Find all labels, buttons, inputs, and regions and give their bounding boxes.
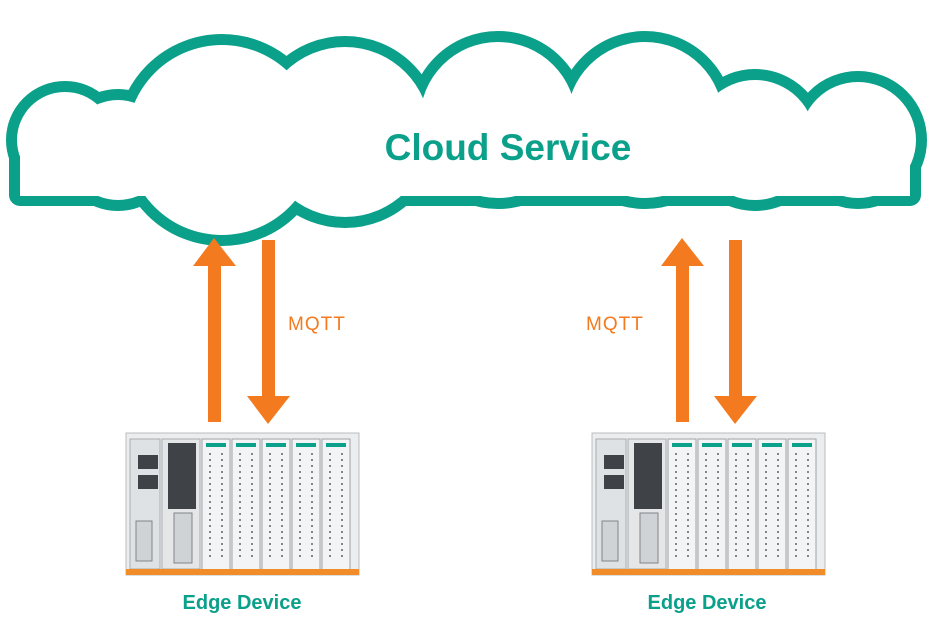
edge-device-icon (591, 432, 826, 576)
mqtt-label-left: MQTT (288, 314, 346, 335)
edge-device-icon (125, 432, 360, 576)
device-label-right: Edge Device (648, 592, 767, 614)
arrow-up-icon (193, 238, 236, 422)
cloud-title: Cloud Service (385, 127, 632, 168)
arrow-down-icon (714, 240, 757, 424)
device-label-left: Edge Device (183, 592, 302, 614)
mqtt-label-right: MQTT (586, 314, 644, 335)
left-link: MQTT (193, 238, 346, 424)
arrow-down-icon (247, 240, 290, 424)
right-link: MQTT (586, 238, 757, 424)
cloud-icon (6, 31, 927, 246)
arrow-up-icon (661, 238, 704, 422)
